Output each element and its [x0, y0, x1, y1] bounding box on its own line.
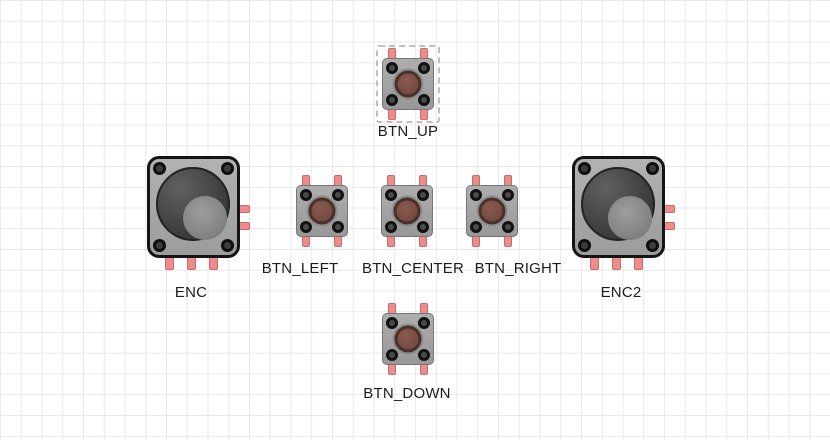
part-label-enc2: ENC2: [600, 284, 642, 301]
pushbutton-body: [381, 185, 433, 237]
part-label-btn-center: BTN_CENTER: [361, 260, 465, 277]
contact-icon: [470, 221, 482, 233]
contact-icon: [418, 349, 430, 361]
screw-icon: [153, 162, 166, 175]
part-label-btn-left: BTN_LEFT: [261, 260, 339, 277]
contact-icon: [332, 189, 344, 201]
encoder-knob[interactable]: [581, 167, 655, 241]
contact-icon: [386, 317, 398, 329]
contact-icon: [417, 221, 429, 233]
component-pushbutton-btn-down[interactable]: [379, 303, 437, 375]
pushbutton-body: [382, 313, 434, 365]
encoder-knob[interactable]: [156, 167, 230, 241]
screw-icon: [578, 239, 591, 252]
screw-icon: [221, 239, 234, 252]
screw-icon: [646, 239, 659, 252]
knob-shaft: [183, 196, 227, 240]
component-pushbutton-btn-right[interactable]: [463, 175, 521, 247]
contact-icon: [502, 221, 514, 233]
contact-icon: [417, 189, 429, 201]
contact-icon: [386, 94, 398, 106]
encoder-body: [147, 156, 240, 258]
screw-icon: [153, 239, 166, 252]
contact-icon: [385, 221, 397, 233]
component-encoder-enc2[interactable]: [572, 156, 675, 270]
contact-icon: [470, 189, 482, 201]
component-pushbutton-btn-up[interactable]: [376, 45, 440, 123]
button-cap[interactable]: [394, 325, 422, 353]
contact-icon: [300, 189, 312, 201]
pin-icon: [165, 256, 174, 270]
contact-icon: [418, 94, 430, 106]
encoder-body: [572, 156, 665, 258]
pin-icon: [187, 256, 196, 270]
component-pushbutton-btn-left[interactable]: [293, 175, 351, 247]
pin-icon: [634, 256, 643, 270]
pushbutton-body: [296, 185, 348, 237]
pushbutton-body: [382, 58, 434, 110]
component-pushbutton-btn-center[interactable]: [378, 175, 436, 247]
contact-icon: [386, 62, 398, 74]
contact-icon: [502, 189, 514, 201]
screw-icon: [221, 162, 234, 175]
contact-icon: [386, 349, 398, 361]
button-cap[interactable]: [308, 197, 336, 225]
button-cap[interactable]: [478, 197, 506, 225]
contact-icon: [332, 221, 344, 233]
pin-icon: [590, 256, 599, 270]
pin-icon: [612, 256, 621, 270]
contact-icon: [385, 189, 397, 201]
part-label-btn-right: BTN_RIGHT: [474, 260, 562, 277]
part-label-btn-up: BTN_UP: [377, 123, 439, 140]
button-cap[interactable]: [393, 197, 421, 225]
screw-icon: [646, 162, 659, 175]
pin-icon: [209, 256, 218, 270]
pushbutton-body: [466, 185, 518, 237]
contact-icon: [300, 221, 312, 233]
screw-icon: [578, 162, 591, 175]
contact-icon: [418, 317, 430, 329]
contact-icon: [418, 62, 430, 74]
part-label-enc: ENC: [174, 284, 208, 301]
component-encoder-enc[interactable]: [147, 156, 250, 270]
knob-shaft: [608, 196, 652, 240]
part-label-btn-down: BTN_DOWN: [363, 385, 451, 402]
button-cap[interactable]: [394, 70, 422, 98]
